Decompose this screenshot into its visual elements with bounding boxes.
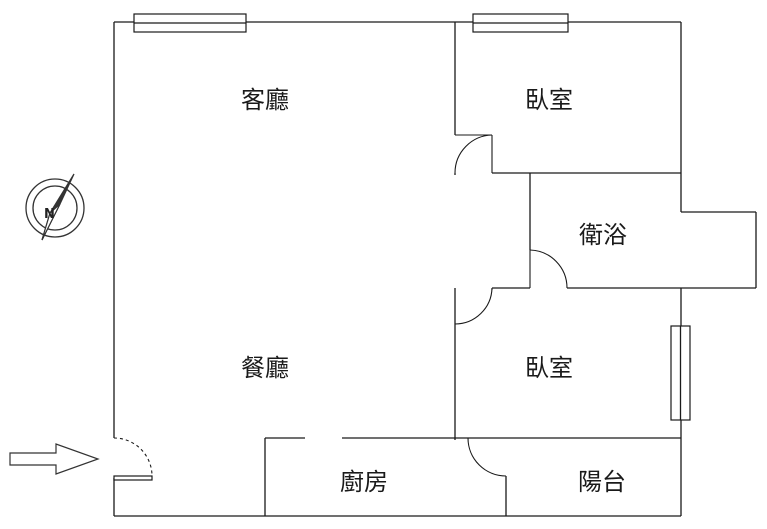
interior-walls (264, 22, 681, 516)
room-label-bathroom: 衛浴 (579, 221, 627, 249)
outer-walls (113, 21, 757, 517)
compass-rose-icon: N (25, 173, 85, 241)
windows (133, 13, 691, 421)
room-label-dining-room: 餐廳 (241, 354, 289, 382)
compass-north-label: N (44, 207, 55, 222)
room-label-bedroom-upper: 臥室 (525, 86, 573, 114)
entrance-arrow-icon (9, 443, 100, 475)
room-label-living-room: 客廳 (241, 86, 289, 114)
room-label-bedroom-lower: 臥室 (525, 354, 573, 382)
room-label-balcony: 陽台 (578, 468, 626, 496)
room-label-kitchen: 廚房 (340, 468, 388, 496)
doors (113, 134, 568, 481)
